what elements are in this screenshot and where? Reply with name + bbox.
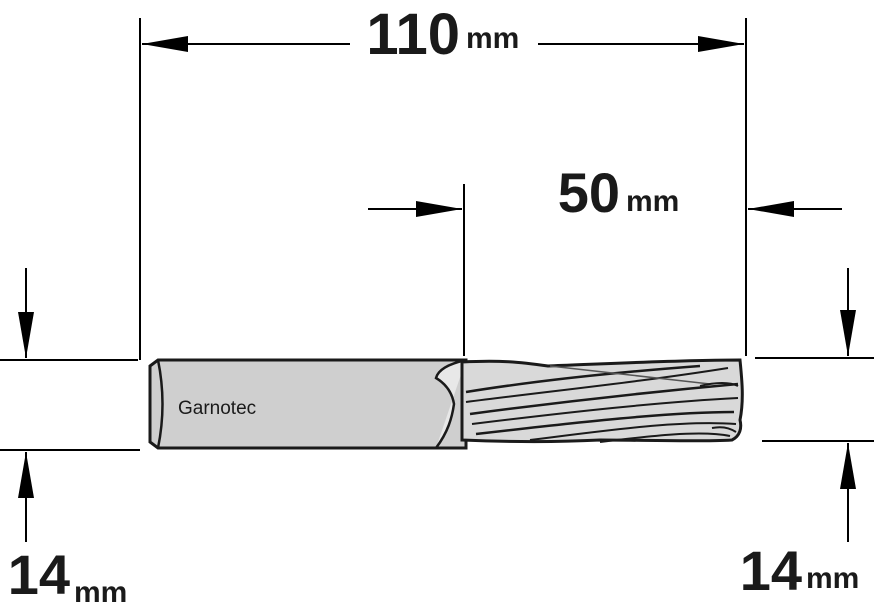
brand-label: Garnotec [178, 398, 256, 419]
shank-diameter-dimension: 14 mm [8, 268, 127, 609]
overall-length-value: 110 [366, 2, 460, 67]
cutting-length-dimension: 50 mm [368, 161, 842, 224]
router-bit: Garnotec [148, 358, 744, 450]
arrow-left-icon [142, 36, 188, 52]
cutting-length-value: 50 [558, 161, 620, 224]
arrow-right-icon [416, 201, 462, 217]
cutting-diameter-unit: mm [806, 562, 859, 595]
arrow-up-icon [840, 443, 856, 489]
cutting-length-unit: mm [626, 185, 679, 218]
overall-length-unit: mm [466, 22, 519, 55]
arrow-down-icon [18, 312, 34, 358]
flute-spirals [465, 364, 739, 443]
arrow-up-icon [18, 452, 34, 498]
shank-chamfer [156, 359, 164, 449]
extension-lines [0, 18, 874, 451]
arrow-down-icon [840, 310, 856, 356]
arrow-right-icon [698, 36, 744, 52]
cutting-diameter-dimension: 14 mm [740, 268, 859, 602]
cutting-diameter-value: 14 [740, 539, 802, 602]
shank-transition [434, 358, 467, 449]
overall-length-dimension: 110 mm [142, 2, 744, 67]
shank-diameter-value: 14 [8, 543, 70, 606]
shank-diameter-unit: mm [74, 576, 127, 609]
arrow-left-icon [748, 201, 794, 217]
